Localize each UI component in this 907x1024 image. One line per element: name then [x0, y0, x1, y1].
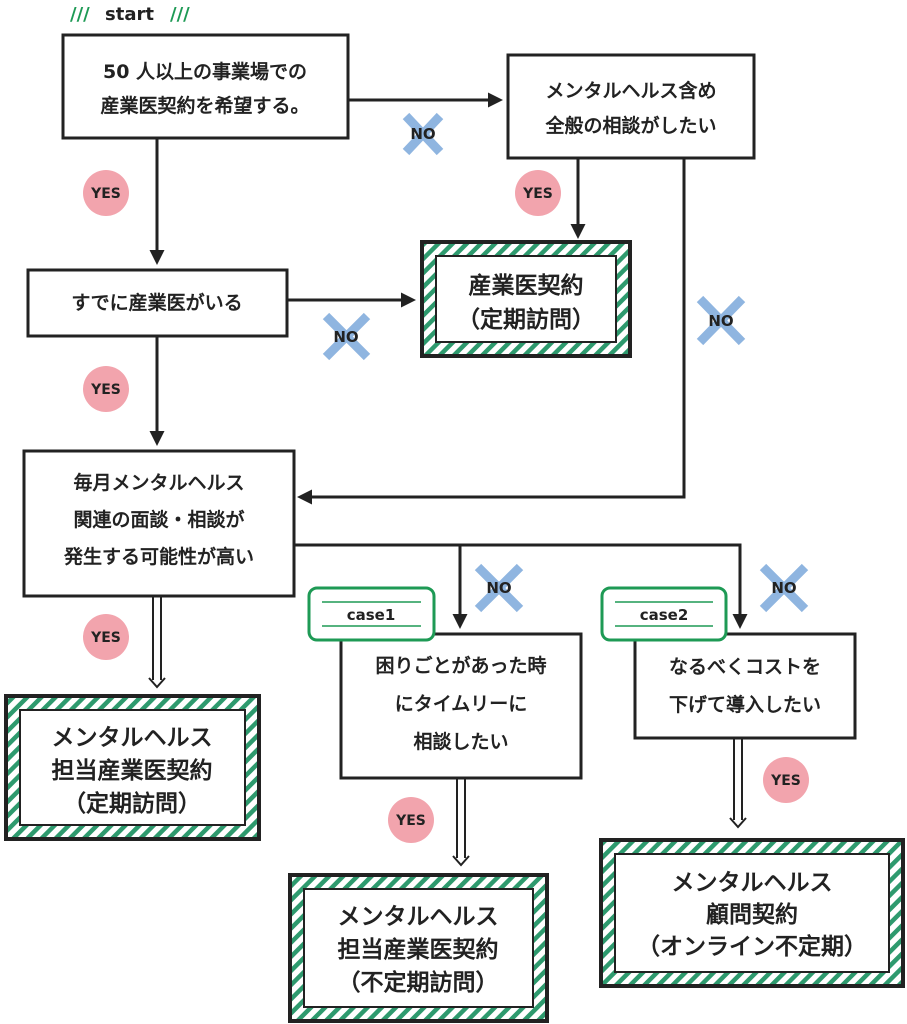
- result-r1: 産業医契約 （定期訪問）: [420, 240, 632, 358]
- no-mark-q4-left: NO: [474, 563, 524, 613]
- node-q5-line-1: 困りごとがあった時: [375, 654, 546, 677]
- no-mark-q2: NO: [696, 295, 746, 346]
- no-mark-q4-right-label: NO: [771, 579, 796, 597]
- case2-label: case2: [640, 606, 689, 624]
- node-q4-line-1: 毎月メンタルヘルス: [73, 471, 244, 494]
- start-label: /// start ///: [70, 4, 190, 25]
- result-r3-line-3: （不定期訪問）: [338, 969, 499, 996]
- result-r4-line-1: メンタルヘルス: [672, 870, 833, 896]
- result-r3-line-1: メンタルヘルス: [338, 904, 499, 930]
- no-mark-q1: NO: [402, 112, 444, 156]
- case2-tag: case2: [600, 586, 728, 642]
- node-q5: 困りごとがあった時 にタイムリーに 相談したい: [339, 632, 583, 780]
- node-q3-line-1: すでに産業医がいる: [71, 291, 242, 314]
- node-q6-line-1: なるべくコストを: [669, 656, 821, 678]
- no-mark-q3: NO: [322, 312, 371, 361]
- result-r3-line-2: 担当産業医契約: [338, 936, 499, 963]
- no-mark-q1-label: NO: [410, 125, 435, 143]
- node-q4: 毎月メンタルヘルス 関連の面談・相談が 発生する可能性が高い: [22, 449, 296, 598]
- node-q1: 50 人以上の事業場での 産業医契約を希望する。: [61, 33, 350, 140]
- no-mark-q4-left-label: NO: [486, 579, 511, 597]
- result-r4-line-3: （オンライン不定期）: [637, 933, 867, 960]
- node-q2: メンタルヘルス含め 全般の相談がしたい: [506, 53, 756, 160]
- yes-badge-q2: YES: [515, 170, 561, 216]
- result-r2-line-3: （定期訪問）: [63, 790, 201, 817]
- edge-q2-q4: [297, 158, 686, 505]
- yes-badge-q6-label: YES: [770, 773, 801, 789]
- edge-q6-r4: [729, 738, 747, 829]
- node-q6-line-2: 下げて導入したい: [669, 693, 821, 716]
- result-r2-line-2: 担当産業医契約: [52, 757, 213, 784]
- yes-badge-q4-label: YES: [90, 630, 121, 646]
- node-q1-line-2: 産業医契約を希望する。: [100, 94, 309, 117]
- edge-q4-q6: [294, 543, 748, 629]
- result-r4-line-2: 顧問契約: [706, 901, 798, 928]
- no-mark-q2-label: NO: [708, 312, 733, 330]
- node-q5-line-2: にタイムリーに: [395, 693, 528, 715]
- yes-badge-q2-label: YES: [522, 186, 553, 202]
- yes-badge-q6: YES: [763, 757, 809, 803]
- node-q4-line-3: 発生する可能性が高い: [63, 545, 254, 568]
- yes-badge-q3-label: YES: [90, 382, 121, 398]
- result-r2: メンタルヘルス 担当産業医契約 （定期訪問）: [4, 694, 261, 841]
- edges: [148, 92, 748, 867]
- case1-tag: case1: [307, 586, 436, 642]
- node-q2-line-2: 全般の相談がしたい: [544, 114, 716, 137]
- result-r3: メンタルヘルス 担当産業医契約 （不定期訪問）: [288, 873, 549, 1023]
- no-mark-q4-right: NO: [759, 563, 809, 613]
- start-text: start: [105, 4, 154, 25]
- node-q1-line-1: 50 人以上の事業場での: [103, 60, 307, 83]
- node-q6: なるべくコストを 下げて導入したい: [633, 632, 857, 740]
- no-mark-q3-label: NO: [333, 328, 358, 346]
- yes-badge-q1-label: YES: [90, 186, 121, 202]
- yes-badge-q4: YES: [83, 614, 129, 660]
- case1-label: case1: [347, 606, 396, 624]
- yes-badge-q3: YES: [83, 366, 129, 412]
- result-r4: メンタルヘルス 顧問契約 （オンライン不定期）: [599, 838, 905, 988]
- node-q2-line-1: メンタルヘルス含め: [545, 79, 716, 102]
- node-q4-line-2: 関連の面談・相談が: [73, 508, 244, 531]
- node-q3: すでに産業医がいる: [26, 268, 289, 338]
- edge-q4-r2: [148, 596, 166, 689]
- yes-badge-q1: YES: [83, 170, 129, 216]
- start-slash-right: ///: [170, 4, 190, 25]
- node-q5-line-3: 相談したい: [413, 730, 508, 753]
- yes-badge-q5: YES: [388, 797, 434, 843]
- result-r2-line-1: メンタルヘルス: [52, 725, 213, 751]
- result-r1-line-1: 産業医契約: [469, 272, 584, 299]
- edge-q5-r3: [452, 778, 470, 867]
- start-slash-left: ///: [70, 4, 90, 25]
- yes-badge-q5-label: YES: [395, 813, 426, 829]
- result-r1-line-2: （定期訪問）: [457, 306, 595, 333]
